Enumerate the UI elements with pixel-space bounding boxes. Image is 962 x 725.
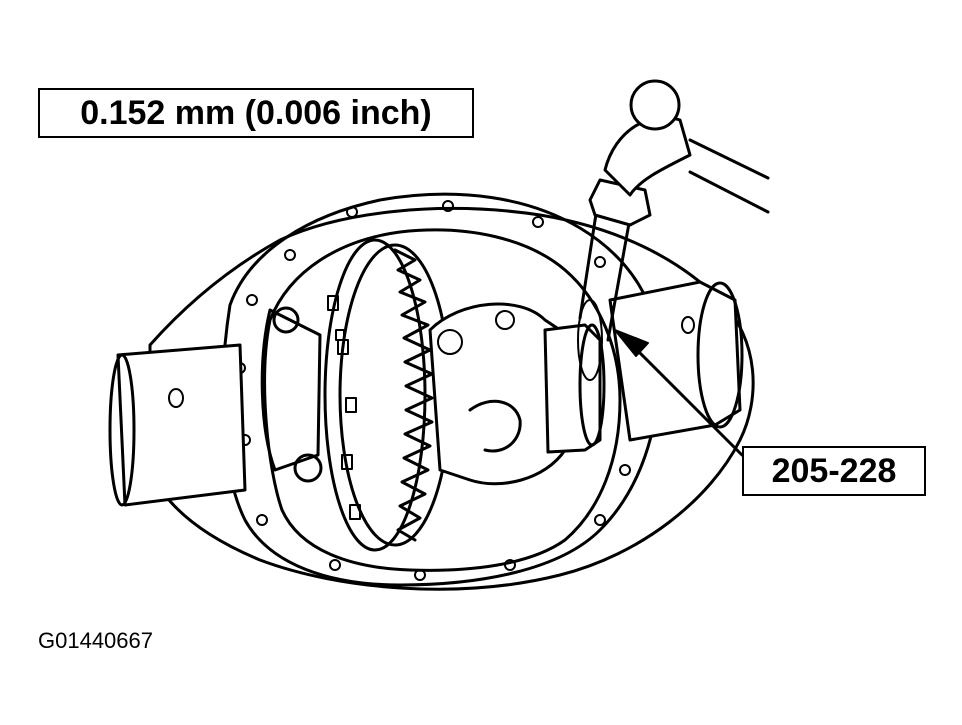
- bearing-cap-bolt-bottom: [293, 453, 323, 483]
- ring-gear: [323, 238, 452, 552]
- tool-drawing: [577, 79, 770, 381]
- tool-leader-arrow: [614, 329, 649, 357]
- left-axle-tube: [116, 343, 247, 507]
- tool-leader-line: [630, 343, 744, 457]
- gasket-outline: [148, 206, 755, 591]
- bearing-cap-bolt-top: [272, 306, 300, 334]
- ring-gear-bolts: [327, 295, 361, 520]
- carrier-bearing: [543, 323, 602, 454]
- clearance-spec-callout: 0.152 mm (0.006 inch): [38, 88, 474, 138]
- tool-number-callout: 205-228: [742, 446, 926, 496]
- housing-opening: [263, 228, 622, 572]
- housing-flange: [221, 192, 662, 587]
- figure-id: G01440667: [38, 628, 153, 653]
- bearing-cap-left: [260, 308, 322, 472]
- right-axle-tube: [608, 280, 742, 442]
